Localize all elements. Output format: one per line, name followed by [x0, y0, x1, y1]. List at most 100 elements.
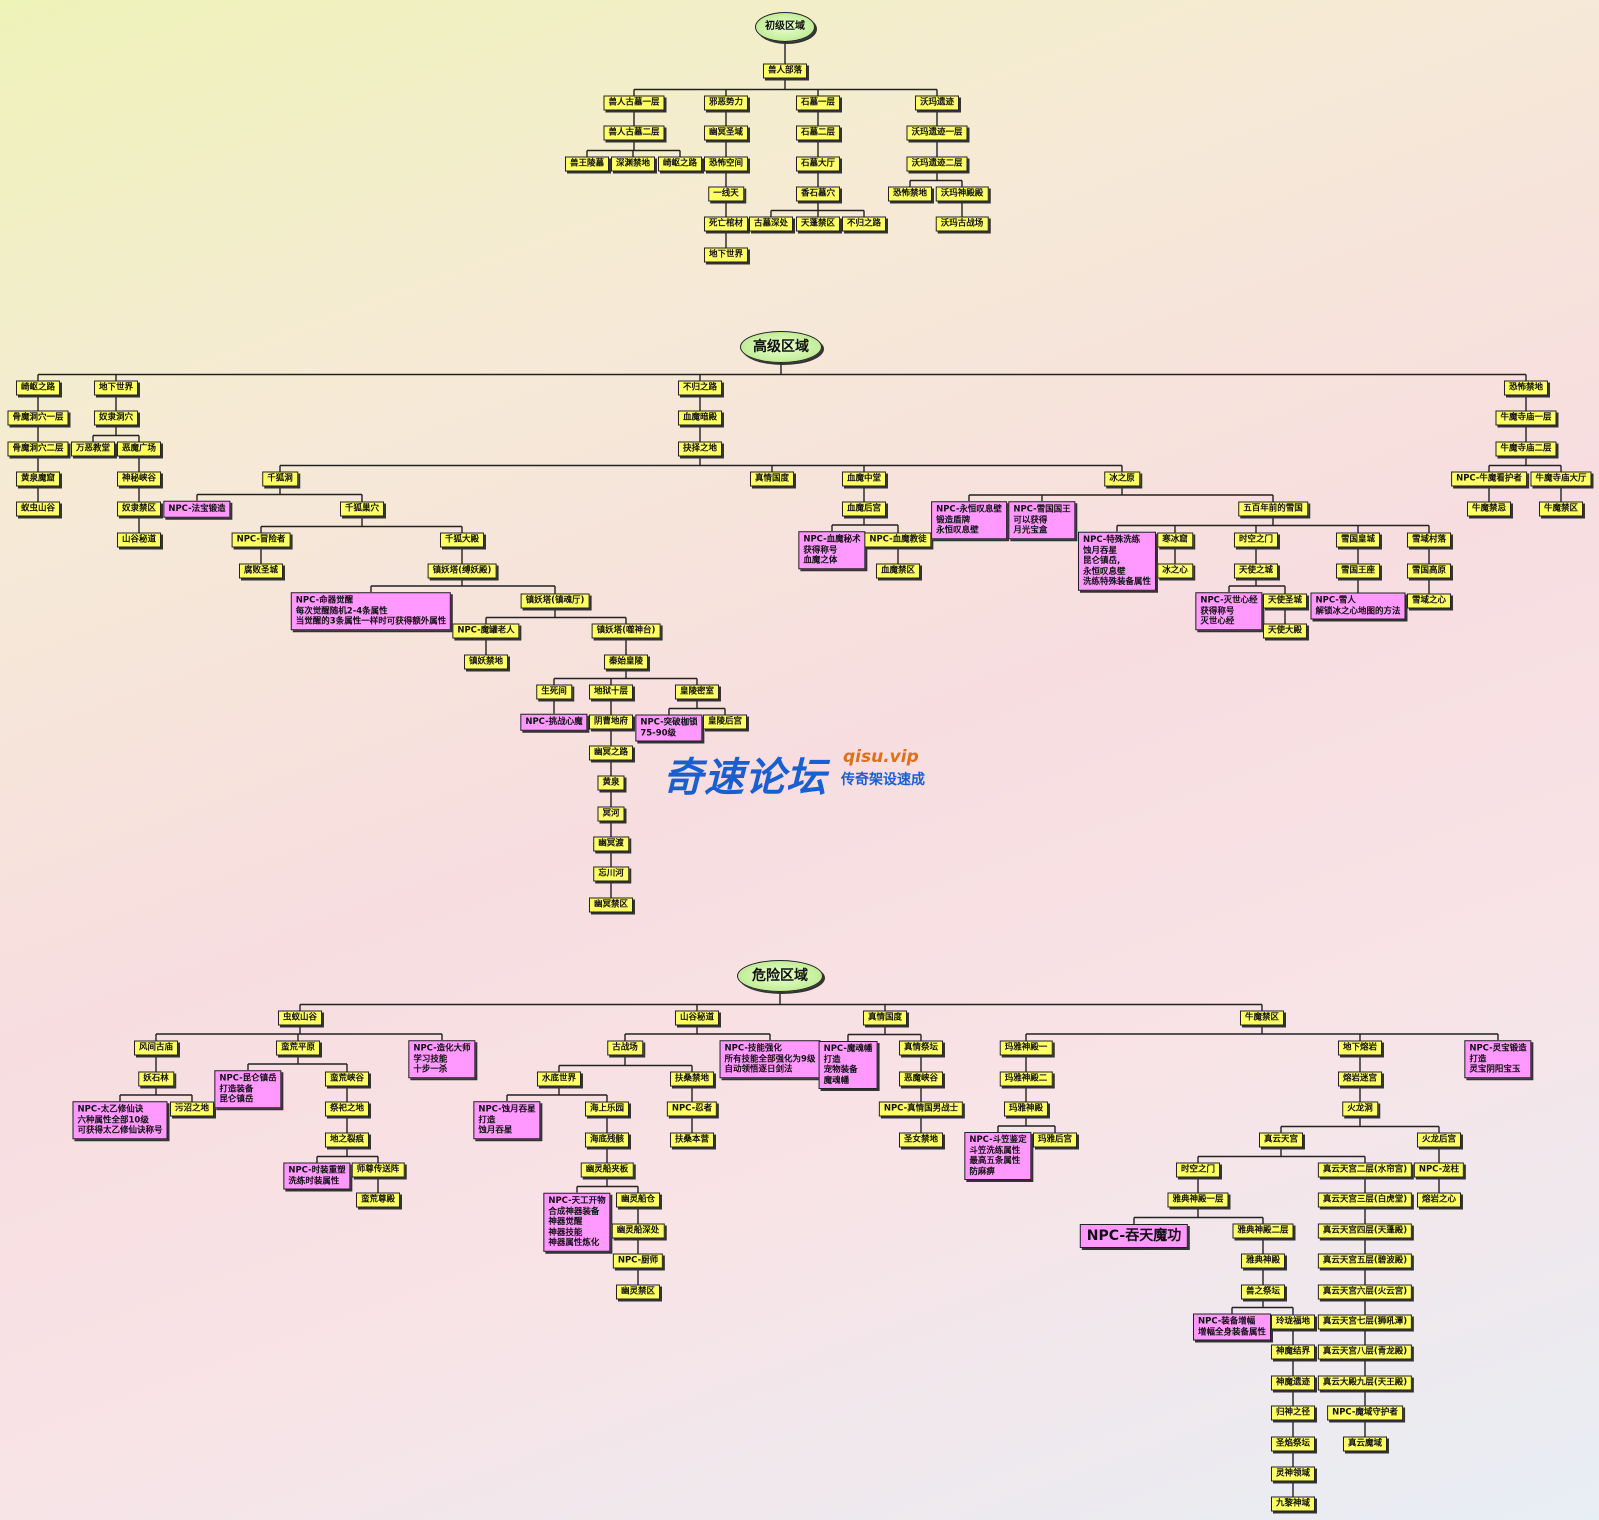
map-node: 雪域之心	[1406, 593, 1452, 609]
map-node: 五百年前的雪国	[1238, 501, 1308, 517]
connector-line	[370, 578, 556, 594]
map-node: 真云天宫四层(天蓬殿)	[1317, 1223, 1413, 1239]
npc-node: NPC-斗笠鉴定 斗笠洗练属性 最高五条属性 防麻痹	[964, 1132, 1032, 1180]
connector-line	[155, 1025, 443, 1041]
map-node: 神秘峡谷	[116, 471, 162, 487]
map-node: 圣焰祭坛	[1270, 1436, 1316, 1452]
map-node: 万恶教堂	[70, 441, 116, 457]
map-node: 沃玛神殿殿	[935, 186, 989, 202]
connector-line	[1197, 1147, 1366, 1163]
connector-line	[485, 608, 627, 624]
map-node: 牛魔寺庙大厅	[1530, 471, 1592, 487]
map-node: 血魔禁区	[875, 563, 921, 579]
npc-node: NPC-特殊洗练 蚀月吞星 昆仑镇岳, 永恒叹息壁 洗练特殊装备属性	[1077, 531, 1157, 591]
map-node: 地下世界	[703, 247, 749, 263]
map-node: 幽冥圣域	[703, 125, 749, 141]
map-node: 皇陵后宫	[702, 714, 748, 730]
section-title-danger: 危险区域	[737, 960, 823, 992]
map-node: NPC-龙柱	[1413, 1162, 1465, 1178]
map-node: 真云魔域	[1342, 1436, 1388, 1452]
map-node: 真云天宫六层(火云宫)	[1317, 1284, 1413, 1300]
map-node: 蛮荒尊殿	[355, 1192, 401, 1208]
map-node: 雪国王座	[1335, 563, 1381, 579]
map-node: 时空之门	[1233, 532, 1279, 548]
map-node: 海底残骸	[584, 1132, 630, 1148]
connector-line	[968, 486, 1274, 502]
map-node: 火龙后宫	[1416, 1132, 1462, 1148]
map-node: 兽之祭坛	[1240, 1284, 1286, 1300]
map-node: NPC-冒险者	[231, 532, 291, 548]
map-node: 深渊禁地	[610, 156, 656, 172]
map-node: 神魔遗迹	[1270, 1375, 1316, 1391]
map-node: 雅典神殿二层	[1232, 1223, 1294, 1239]
map-node: 黄泉魔窟	[15, 471, 61, 487]
map-node: 真云天宫三层(白虎堂)	[1317, 1192, 1413, 1208]
map-node: 镇妖塔(镇魂厅)	[520, 593, 590, 609]
map-node: 天使大殿	[1262, 623, 1308, 639]
watermark: 奇速论坛 qisu.vip 传奇架设速成	[663, 745, 925, 803]
map-node: 不归之路	[841, 216, 887, 232]
map-node: 寒冰窟	[1157, 532, 1193, 548]
connector-line	[1116, 516, 1430, 533]
map-node: NPC-魔罐老人	[452, 623, 520, 639]
map-node: 沃玛遗迹二层	[906, 156, 968, 172]
connector-line	[260, 516, 463, 533]
map-node: 幽冥禁区	[588, 897, 634, 913]
connector-line	[624, 1025, 771, 1041]
map-node: 蛮荒平原	[275, 1040, 321, 1056]
map-node: 玛雅神殿二	[999, 1071, 1053, 1087]
npc-node: NPC-昆仑镇岳 打造装备 昆仑镇岳	[214, 1070, 282, 1108]
map-node: 地下世界	[93, 380, 139, 396]
npc-node: NPC-突破枷锁 75-90级	[635, 714, 703, 742]
map-node: 忘川河	[593, 866, 629, 882]
map-node: 真云天宫五层(碧波殿)	[1317, 1253, 1413, 1269]
npc-node: NPC-雪国国王 可以获得 月光宝盒	[1008, 501, 1076, 539]
map-node: 镇妖塔(噬神台)	[591, 623, 661, 639]
map-node: 血魔后宫	[841, 501, 887, 517]
map-node: 香石墓穴	[795, 186, 841, 202]
map-node: 幽灵禁区	[615, 1284, 661, 1300]
npc-node: NPC-永恒叹息壁 锻造盾牌 永恒叹息壁	[931, 501, 1007, 539]
map-node: 圣女禁地	[898, 1132, 944, 1148]
connector-line	[1488, 456, 1562, 472]
map-node: NPC-厨师	[612, 1253, 664, 1269]
connector-line	[119, 1086, 193, 1102]
npc-node: NPC-天工开物 合成神器装备 神器觉醒 神器技能 神器属性炼化	[543, 1192, 611, 1252]
map-node: 阴曹地府	[588, 714, 634, 730]
map-node: 冰之原	[1104, 471, 1140, 487]
map-node: NPC-真情国男战士	[878, 1101, 964, 1117]
connector-line	[1025, 1025, 1499, 1041]
map-node: NPC-血魔教徒	[864, 532, 932, 548]
npc-node: NPC-法宝锻造	[163, 500, 231, 518]
map-node: 恐怖空间	[703, 156, 749, 172]
map-node: 山谷秘道	[674, 1010, 720, 1026]
map-node: 奴隶洞穴	[93, 410, 139, 426]
map-node: 真云大殿九层(天王殿)	[1317, 1375, 1413, 1391]
map-node: 真云天宫八层(青龙殿)	[1317, 1344, 1413, 1360]
npc-node: NPC-吞天魔功	[1079, 1224, 1189, 1248]
connector-line	[553, 669, 698, 685]
map-node: 九黎神域	[1270, 1496, 1316, 1512]
npc-node: NPC-技能强化 所有技能全部强化为9级 自动领悟逐日剑法	[719, 1040, 821, 1078]
map-node: 天使圣城	[1262, 593, 1308, 609]
map-node: 扶桑本营	[669, 1132, 715, 1148]
connector-line	[1280, 1116, 1440, 1133]
map-node: 黄泉	[597, 775, 625, 791]
map-node: 恐怖禁地	[887, 186, 933, 202]
map-node: 牛魔寺庙二层	[1495, 441, 1557, 457]
map-node: 牛魔寺庙一层	[1495, 410, 1557, 426]
map-node: 千狐大殿	[439, 532, 485, 548]
map-node: 玛雅神殿	[1003, 1101, 1049, 1117]
npc-node: NPC-蚀月吞星 打造 蚀月吞星	[473, 1101, 541, 1139]
npc-node: NPC-灭世心经 获得称号 灭世心经	[1195, 592, 1263, 630]
map-node: 千狐洞	[262, 471, 298, 487]
map-node: 兽王陵墓	[564, 156, 610, 172]
map-node: 石墓大厅	[795, 156, 841, 172]
map-node: 石墓一层	[795, 95, 841, 111]
map-node: 沃玛古战场	[935, 216, 989, 232]
map-node: 秦始皇陵	[603, 654, 649, 670]
connector-line	[506, 1086, 608, 1102]
map-node: 幽灵船仓	[615, 1192, 661, 1208]
map-node: 扶桑禁地	[669, 1071, 715, 1087]
map-node: 生死间	[536, 684, 572, 700]
